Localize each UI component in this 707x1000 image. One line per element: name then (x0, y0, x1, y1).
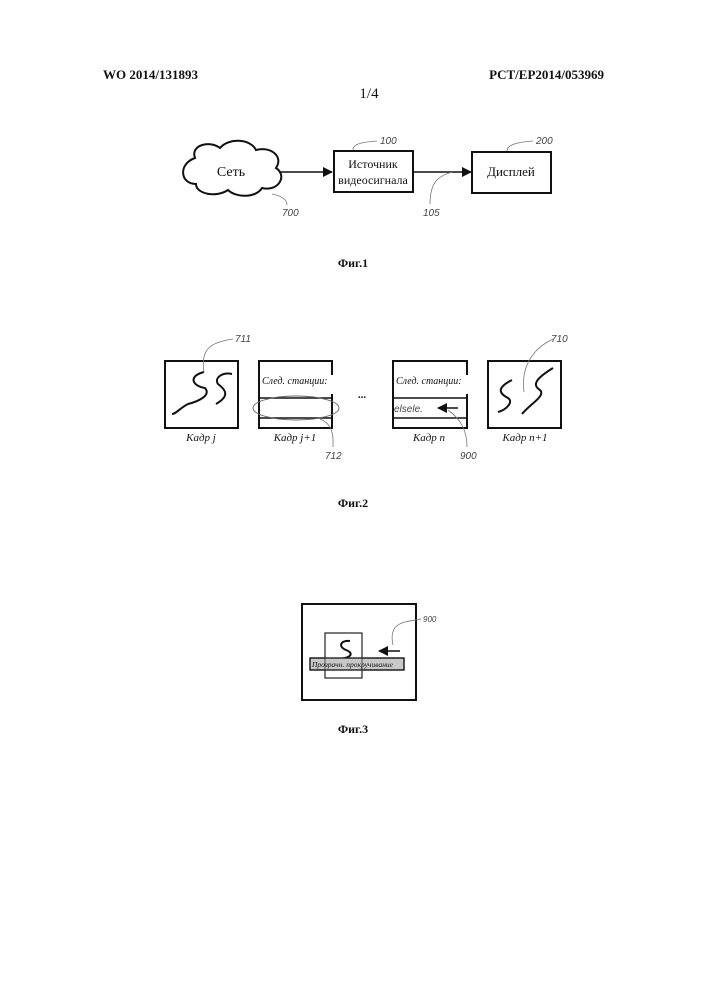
display-label: Дисплей (487, 164, 535, 179)
ref-710: 710 (551, 334, 568, 345)
application-number: PCT/EP2014/053969 (489, 67, 604, 82)
video-source-label-line2: видеосигнала (338, 173, 408, 187)
ref-105: 105 (423, 208, 440, 219)
figure-2: 711 Кадр j След. станции: 712 Кадр j+1 .… (165, 334, 568, 510)
leader-200 (507, 141, 533, 151)
ref-100: 100 (380, 136, 397, 147)
frame-j-label: Кадр j (185, 432, 216, 444)
screen-frame (302, 604, 416, 700)
ref-711: 711 (235, 334, 251, 345)
figure-3: Прозрачн. прокручивание 900 Фиг.3 (302, 604, 437, 736)
ellipsis: ... (358, 389, 367, 401)
figure-3-caption: Фиг.3 (338, 722, 368, 736)
figure-1: Сеть Источник видеосигнала Дисплей 100 2… (183, 136, 553, 270)
leader-105 (430, 172, 452, 204)
frame-j1-next-stations: След. станции: (262, 376, 328, 387)
ref-200: 200 (535, 136, 553, 147)
leader-100 (353, 141, 377, 150)
video-source-label-line1: Источник (348, 157, 398, 171)
frame-j1-label: Кадр j+1 (273, 432, 317, 444)
frame-n-label: Кадр n (412, 432, 446, 444)
leader-700 (272, 194, 287, 205)
ref-700: 700 (282, 208, 299, 219)
ref-712: 712 (325, 451, 342, 462)
sheet-number: 1/4 (359, 86, 379, 102)
network-label: Сеть (217, 165, 245, 180)
ref-900: 900 (460, 451, 477, 462)
scroll-bar-text: Прозрачн. прокручивание (311, 660, 394, 669)
scrolling-text: elsele. (394, 404, 423, 415)
frame-j (165, 361, 238, 428)
figure-2-caption: Фиг.2 (338, 496, 368, 510)
frame-n1-label: Кадр n+1 (501, 432, 547, 444)
figure-1-caption: Фиг.1 (338, 256, 368, 270)
ref-900-fig3: 900 (423, 615, 437, 624)
publication-number: WO 2014/131893 (103, 67, 198, 82)
frame-n-next-stations: След. станции: (396, 376, 462, 387)
